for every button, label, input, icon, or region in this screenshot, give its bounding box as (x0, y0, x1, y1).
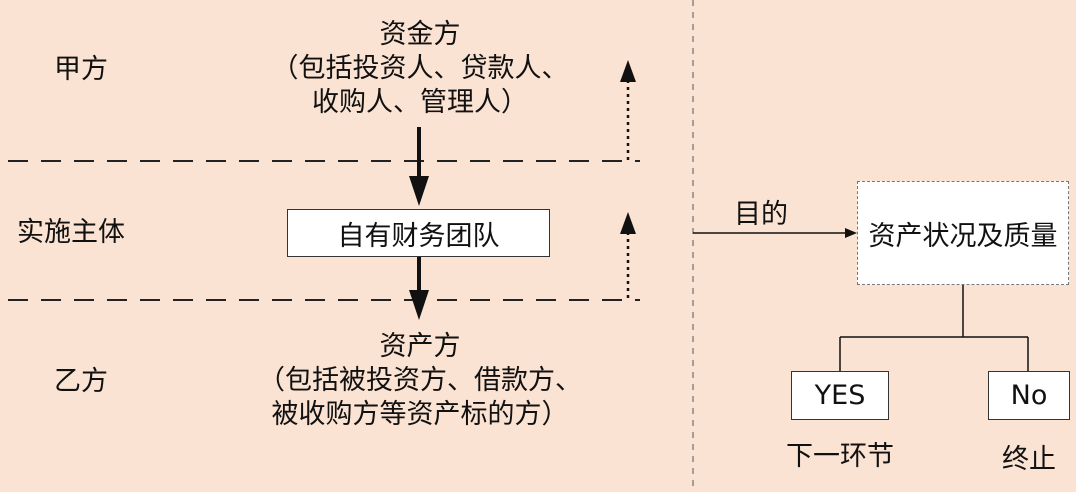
purpose-label: 目的 (734, 199, 788, 230)
finance-team-box: 自有财务团队 (287, 209, 550, 257)
yes-box: YES (791, 371, 889, 420)
terminate-label: 终止 (1002, 444, 1056, 475)
funder-title: 资金方 (379, 19, 461, 50)
dotted-up-arrow-2-head (620, 212, 636, 234)
asset-quality-box: 资产状况及质量 (857, 181, 1069, 285)
arrow-down-2-head (409, 290, 429, 320)
implementer-label: 实施主体 (17, 217, 125, 248)
funder-desc-line1: （包括投资人、贷款人、 (271, 53, 569, 84)
next-step-label: 下一环节 (786, 441, 894, 472)
funder-desc-line2: 收购人、管理人） (312, 87, 528, 118)
asset-title: 资产方 (379, 331, 461, 362)
purpose-arrow-head (845, 228, 857, 238)
funder-block: 资金方 （包括投资人、贷款人、 收购人、管理人） (260, 18, 580, 120)
no-box: No (988, 371, 1070, 420)
asset-desc-line2: 被收购方等资产标的方） (271, 399, 569, 430)
party-a-label: 甲方 (54, 54, 108, 85)
arrow-down-1-head (409, 176, 429, 206)
asset-desc-line1: （包括被投资方、借款方、 (258, 365, 582, 396)
asset-block: 资产方 （包括被投资方、借款方、 被收购方等资产标的方） (250, 330, 590, 432)
party-b-label: 乙方 (54, 366, 108, 397)
dotted-up-arrow-1-head (620, 60, 636, 82)
